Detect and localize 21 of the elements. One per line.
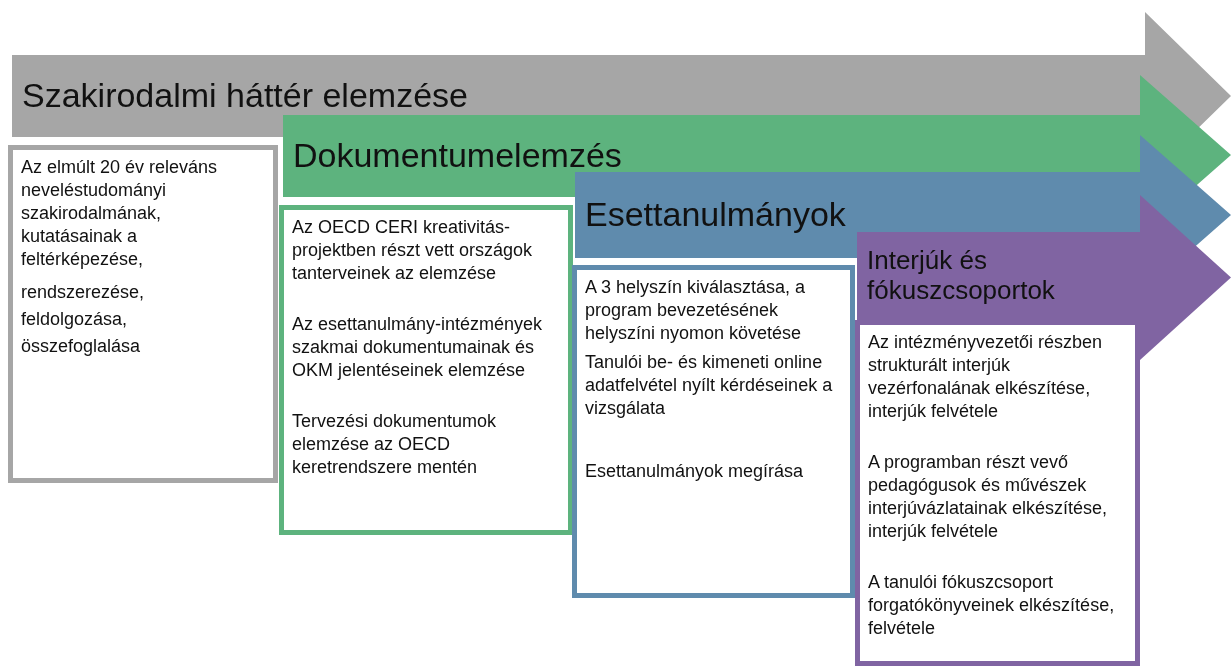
task-text: Az esettanulmány-intézmények szakmai dokumentumainak és OKM jelentéseinek elemzése (292, 313, 544, 382)
task-text: rendszerezése, (21, 281, 146, 304)
task-panel (572, 265, 855, 598)
task-text: Tervezési dokumentumok elemzése az OECD keretrendszere mentén (292, 410, 498, 479)
task-text: Esettanulmányok megírása (585, 460, 805, 483)
task-text: Az elmúlt 20 év releváns neveléstudományi szakirodalmának, kutatásainak a feltérképezése, (21, 156, 219, 271)
task-panel (855, 320, 1140, 666)
task-text: feldolgozása, (21, 308, 129, 331)
task-text: Tanulói be- és kimeneti online adatfelvétel nyílt kérdéseinek a vizsgálata (585, 351, 833, 420)
task-text: A tanulói fókuszcsoport forgatókönyveinek elkészítése, felvétele (868, 571, 1116, 640)
task-panel (279, 205, 573, 535)
task-text: Az intézményvezetői részben strukturált interjúk vezérfonalának elkészítése, interjúk felvétele (868, 331, 1104, 423)
stage-title: Esettanulmányok (585, 194, 847, 236)
task-text: A programban részt vevő pedagógusok és művészek interjúvázlatainak elkészítése, interjúk felvétele (868, 451, 1109, 543)
task-text: összefoglalása (21, 335, 142, 358)
stage-title: Interjúk és fókuszcsoportok (867, 244, 1056, 307)
stage-title: Szakirodalmi háttér elemzése (22, 75, 469, 117)
stage-title: Dokumentumelemzés (293, 135, 623, 177)
task-text: A 3 helyszín kiválasztása, a program bevezetésének helyszíni nyomon követése (585, 276, 807, 345)
task-panel (8, 145, 278, 483)
task-text: Az OECD CERI kreativitás-projektben részt vett országok tanterveinek az elemzése (292, 216, 534, 285)
